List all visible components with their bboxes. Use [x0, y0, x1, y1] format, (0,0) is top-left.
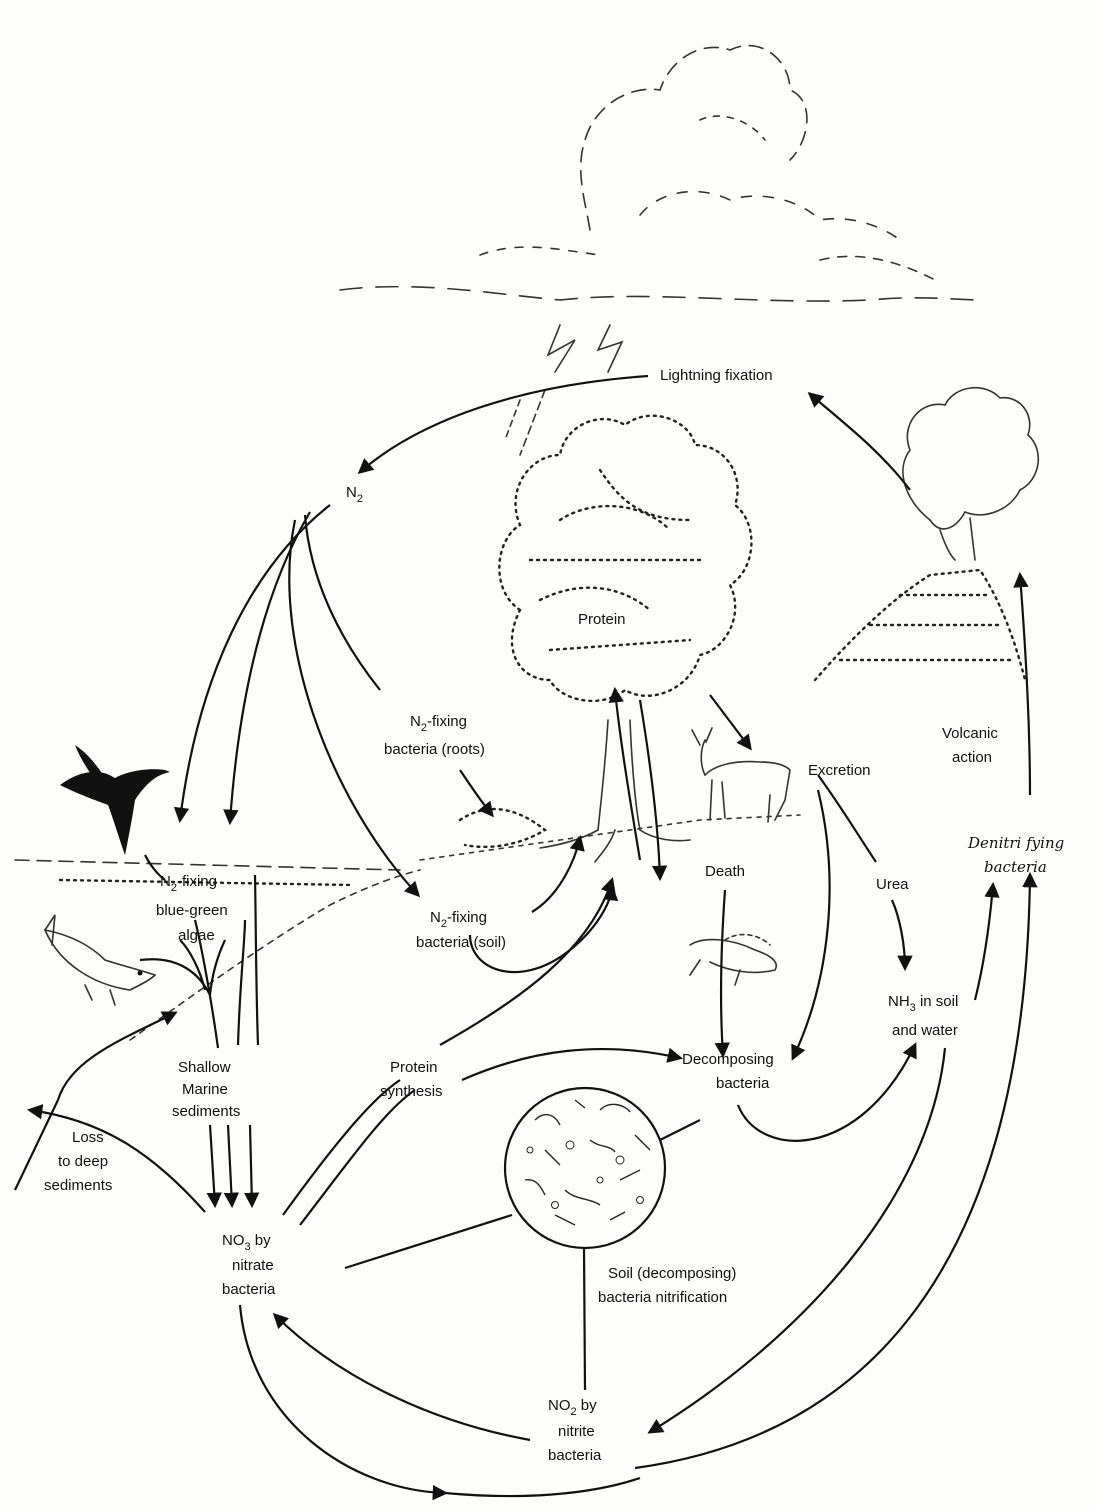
shallow-marine-label: Shallow	[178, 1059, 231, 1076]
n2-fixing-roots-label: N2-fixing	[410, 713, 467, 734]
labels: Lightning fixation N2 Protein Volcanic a…	[44, 367, 1064, 1464]
nh3-label: NH3 in soil	[888, 993, 958, 1014]
lightning-bolt-icon	[505, 325, 622, 455]
lightning-fixation-label: Lightning fixation	[660, 367, 773, 384]
n2-fixing-algae-label-3: algae	[178, 927, 215, 944]
denitrifying-label: Denitri fying	[967, 834, 1064, 852]
no2-label-3: bacteria	[548, 1447, 602, 1464]
decomposing-bacteria-label-2: bacteria	[716, 1075, 770, 1092]
fish-icon	[45, 915, 155, 1005]
deer-icon	[692, 728, 790, 822]
protein-label: Protein	[578, 611, 626, 628]
dead-animal-icon	[690, 935, 776, 985]
volcanic-action-label: Volcanic	[942, 725, 998, 742]
shallow-marine-label-3: sediments	[172, 1103, 240, 1120]
urea-label: Urea	[876, 876, 909, 893]
no3-label-2: nitrate	[232, 1257, 274, 1274]
n2-label: N2	[346, 484, 363, 505]
soil-bacteria-nitrification-label: Soil (decomposing)	[608, 1265, 736, 1282]
denitrifying-label-2: bacteria	[984, 858, 1047, 876]
loss-label-2: to deep	[58, 1153, 108, 1170]
protein-synthesis-label: Protein	[390, 1059, 438, 1076]
cloud-icon	[340, 46, 985, 302]
no2-label: NO2 by	[548, 1397, 597, 1418]
no2-label-2: nitrite	[558, 1423, 595, 1440]
shallow-marine-label-2: Marine	[182, 1081, 228, 1098]
bird-icon	[60, 745, 170, 855]
protein-synthesis-label-2: synthesis	[380, 1083, 443, 1100]
volcano-icon	[815, 388, 1038, 680]
n2-fixing-roots-label-2: bacteria (roots)	[384, 741, 485, 758]
decomposing-bacteria-label: Decomposing	[682, 1051, 774, 1068]
nh3-label-2: and water	[892, 1022, 958, 1039]
excretion-label: Excretion	[808, 762, 871, 779]
n2-fixing-algae-label-2: blue-green	[156, 902, 228, 919]
loss-label: Loss	[72, 1129, 104, 1146]
loss-label-3: sediments	[44, 1177, 112, 1194]
death-label: Death	[705, 863, 745, 880]
water-shoreline	[15, 860, 420, 1040]
no3-label: NO3 by	[222, 1232, 271, 1253]
n2-fixing-algae-label: N2-fixing	[160, 873, 217, 894]
no3-label-3: bacteria	[222, 1281, 276, 1298]
soil-bacteria-nitrification-label-2: bacteria nitrification	[598, 1289, 727, 1306]
n2-fixing-soil-label: N2-fixing	[430, 909, 487, 930]
bacteria-circle-icon	[505, 1088, 665, 1248]
n2-fixing-soil-label-2: bacteria (soil)	[416, 934, 506, 951]
volcanic-action-label-2: action	[952, 749, 992, 766]
